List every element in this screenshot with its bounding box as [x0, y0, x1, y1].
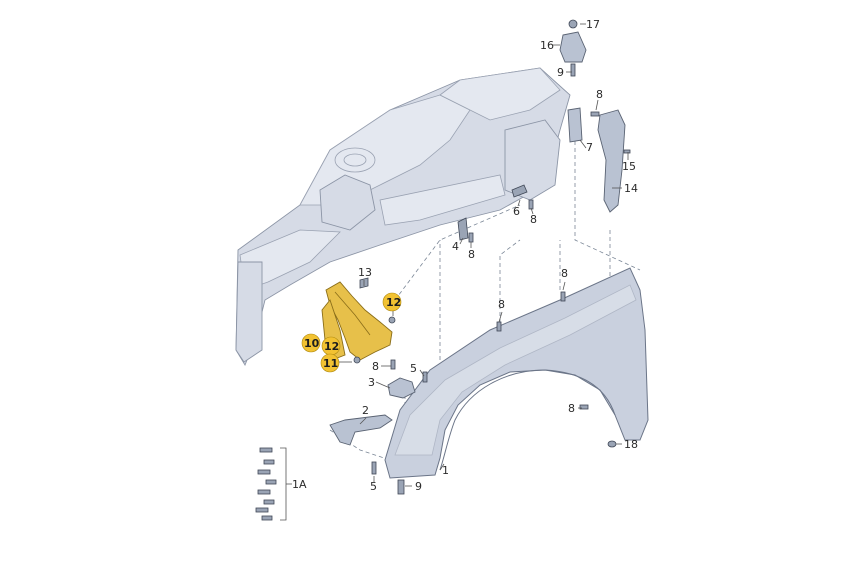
part-labels: 17 16 9 8 7 15 14 6 8 4 8 8 13 12 8 10 1… — [292, 18, 638, 493]
fender-part — [384, 267, 649, 479]
small-bracket-part — [567, 107, 583, 143]
label-15: 15 — [622, 160, 636, 173]
label-1: 1 — [442, 464, 449, 477]
label-14: 14 — [624, 182, 638, 195]
label-8-mid-left: 8 — [468, 248, 475, 261]
label-9-top: 9 — [557, 66, 564, 79]
label-2: 2 — [362, 404, 369, 417]
label-1a: 1A — [292, 478, 307, 491]
highlight-markers — [301, 292, 402, 373]
buffer-part — [559, 19, 587, 77]
bolt-kit — [255, 447, 292, 521]
label-8-fender-top: 8 — [561, 267, 568, 280]
label-5-upper: 5 — [410, 362, 417, 375]
label-8-fender-mid: 8 — [498, 298, 505, 311]
label-5-lower: 5 — [370, 480, 377, 493]
label-11: 11 — [323, 357, 338, 370]
label-7: 7 — [586, 141, 593, 154]
label-4: 4 — [452, 240, 459, 253]
label-12-lower: 12 — [324, 340, 339, 353]
label-3: 3 — [368, 376, 375, 389]
label-10: 10 — [304, 337, 320, 350]
label-8-wheelarch: 8 — [568, 402, 575, 415]
body-shell — [235, 67, 571, 367]
label-13: 13 — [358, 266, 372, 279]
label-17: 17 — [586, 18, 600, 31]
inner-bracket-part — [329, 377, 416, 446]
label-8-bracket: 8 — [372, 360, 379, 373]
fastener-set — [359, 111, 631, 495]
label-16: 16 — [540, 39, 554, 52]
label-9-lower: 9 — [415, 480, 422, 493]
label-8-mid-right: 8 — [530, 213, 537, 226]
fender-bracket-part — [597, 109, 626, 213]
label-6: 6 — [513, 205, 520, 218]
label-18: 18 — [624, 438, 638, 451]
label-8-top: 8 — [596, 88, 603, 101]
label-12-upper: 12 — [386, 296, 401, 309]
